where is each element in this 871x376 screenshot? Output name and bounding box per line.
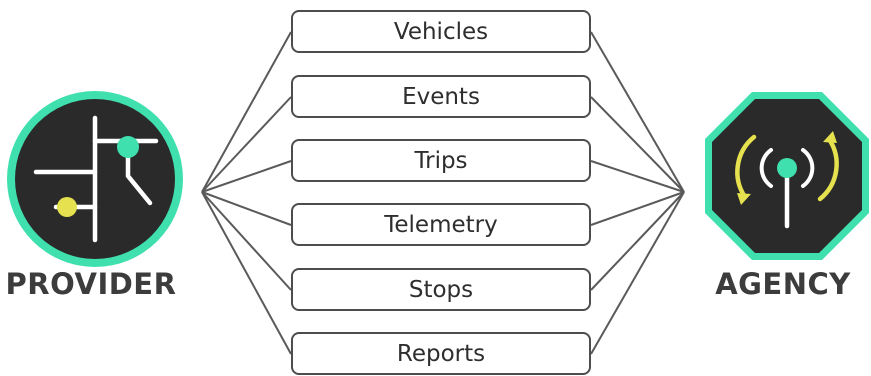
endpoint-reports: Reports (291, 332, 591, 375)
connector-events-agency (590, 96, 685, 193)
agency-badge (705, 92, 869, 260)
connector-reports-agency (590, 191, 685, 355)
agency-label: AGENCY (715, 267, 851, 301)
connector-provider-telemetry (201, 191, 292, 226)
connector-stops-agency (590, 191, 685, 291)
connector-provider-events (201, 96, 292, 193)
connector-provider-vehicles (201, 31, 292, 193)
endpoint-trips: Trips (291, 139, 591, 182)
provider-connectors (201, 31, 292, 355)
connector-telemetry-agency (590, 191, 685, 226)
provider-badge (7, 91, 183, 267)
connector-trips-agency (590, 160, 685, 193)
provider-teal-dot (117, 136, 139, 158)
connector-provider-stops (201, 191, 292, 291)
connector-provider-trips (201, 160, 292, 193)
endpoint-vehicles: Vehicles (291, 10, 591, 53)
provider-label: PROVIDER (5, 267, 177, 301)
provider-yellow-dot (57, 197, 77, 217)
endpoint-telemetry: Telemetry (291, 203, 591, 246)
connector-vehicles-agency (590, 31, 685, 193)
endpoint-stops: Stops (291, 268, 591, 311)
endpoint-events: Events (291, 75, 591, 118)
broadcast-antenna-icon (735, 131, 839, 229)
connector-provider-reports (201, 191, 292, 355)
agency-connectors (590, 31, 685, 355)
